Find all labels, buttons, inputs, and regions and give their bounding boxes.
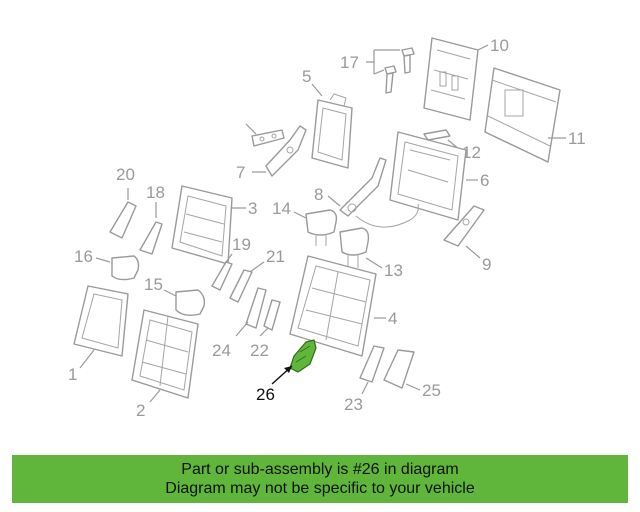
info-banner: Part or sub-assembly is #26 in diagram D… [12,455,628,503]
part-25 [383,349,415,389]
callout-23: 23 [344,395,363,414]
callout-12: 12 [462,143,481,162]
part-12 [423,129,451,141]
part-9 [443,205,485,247]
part-19 [211,261,233,291]
part-21 [229,269,253,303]
callout-22: 22 [250,341,269,360]
part-22 [263,299,281,331]
part-20 [109,201,137,239]
callout-1: 1 [68,365,77,384]
callout-25: 25 [422,381,441,400]
parts-diagram: 10 11 17 5 7 12 [68,36,586,420]
callout-16: 16 [74,247,93,266]
callout-26: 26 [256,385,275,404]
part-5 [311,93,353,169]
part-7 [265,125,307,177]
part-4 [289,255,377,357]
part-8 [339,157,419,228]
callout-10: 10 [490,36,509,55]
callout-8: 8 [314,185,323,204]
callout-4: 4 [388,309,397,328]
part-1 [73,285,129,357]
callout-18: 18 [146,183,165,202]
callout-7: 7 [236,163,245,182]
part-18 [139,221,163,255]
callout-13: 13 [384,261,403,280]
callout-21: 21 [266,247,285,266]
part-24 [245,287,267,329]
callout-2: 2 [136,401,145,420]
part-17 [384,47,415,94]
part-10 [423,37,479,121]
callout-24: 24 [212,341,231,360]
part-16 [111,255,140,281]
part-15 [175,289,206,317]
part-14 [305,209,338,246]
callout-3: 3 [248,199,257,218]
callout-6: 6 [480,171,489,190]
part-23 [359,345,385,383]
part-6 [389,131,467,221]
part-11 [484,67,561,163]
banner-line-2: Diagram may not be specific to your vehi… [165,480,475,497]
callout-19: 19 [232,235,251,254]
callout-11: 11 [568,129,586,148]
callout-14: 14 [272,199,291,218]
part-27 [251,129,285,147]
callout-17: 17 [340,53,359,72]
callout-15: 15 [144,275,163,294]
part-2 [131,309,199,399]
callout-5: 5 [302,67,311,86]
callout-9: 9 [482,255,491,274]
callout-20: 20 [116,165,135,184]
part-26-highlighted[interactable] [289,339,317,373]
part-13 [339,227,370,268]
banner-line-1: Part or sub-assembly is #26 in diagram [181,461,459,478]
part-3 [171,185,233,265]
